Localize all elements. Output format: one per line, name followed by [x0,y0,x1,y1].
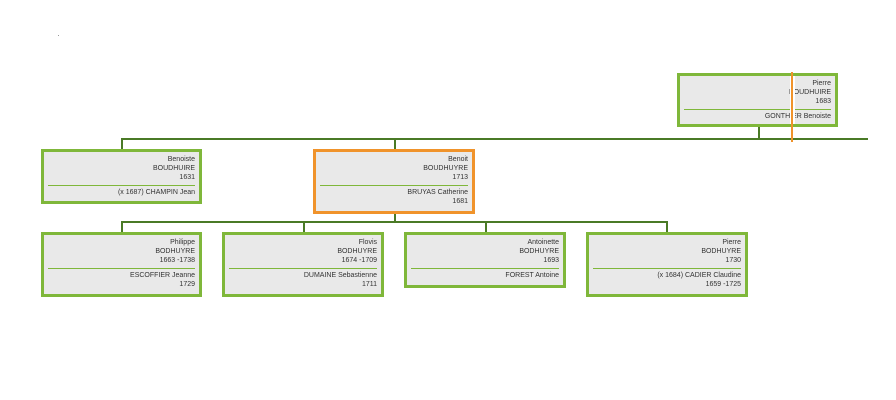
card-divider [229,268,377,269]
person-last-name: BOUDHUIRE [788,89,831,96]
connector-grandchild-1 [121,221,123,233]
person-card-grandchild-2[interactable]: Flovis BODHUYRE 1674 -1709 DUMAINE Sebas… [222,232,384,297]
person-first-name: Antoinette [527,239,559,246]
spouse-name: BRUYAS Catherine [407,189,468,196]
person-card-child-1[interactable]: Benoiste BOUDHUIRE 1631 (x 1687) CHAMPIN… [41,149,202,204]
person-last-name: BODHUYRE [519,248,559,255]
person-last-name: BODHUYRE [155,248,195,255]
person-dates: 1693 [543,257,559,264]
spouse-dates: 1711 [361,281,377,288]
spouse-dates: 1729 [179,281,195,288]
connector-grandchild-3 [485,221,487,233]
stray-dot [58,35,59,36]
person-first-name: Philippe [170,239,195,246]
person-dates: 1730 [725,257,741,264]
person-last-name: BODHUYRE [701,248,741,255]
person-last-name: BOUDHUIRE [152,165,195,172]
person-card-grandchild-3[interactable]: Antoinette BODHUYRE 1693 FOREST Antoine [404,232,566,288]
scroll-marker[interactable] [791,72,793,142]
connector-ancestor-down [758,126,760,139]
card-divider [48,268,195,269]
person-dates: 1713 [452,174,468,181]
card-divider [593,268,741,269]
person-dates: 1683 [815,98,831,105]
person-first-name: Flovis [358,239,377,246]
connector-child-2 [394,138,396,150]
spouse-name: (x 1687) CHAMPIN Jean [117,189,195,196]
person-first-name: Benoit [448,156,468,163]
connector-focus-down [394,212,396,222]
connector-generation-2-bar [121,221,668,223]
person-first-name: Pierre [722,239,741,246]
person-card-ancestor[interactable]: Pierre BOUDHUIRE 1683 GONTHIER Benoiste [677,73,838,127]
spouse-name: (x 1684) CADIER Claudine [657,272,741,279]
connector-grandchild-4 [666,221,668,233]
person-dates: 1663 -1738 [159,257,195,264]
person-last-name: BODHUYRE [337,248,377,255]
spouse-name: ESCOFFIER Jeanne [130,272,195,279]
person-first-name: Benoiste [167,156,195,163]
card-divider [684,109,831,110]
connector-generation-1-bar [121,138,868,140]
spouse-name: FOREST Antoine [505,272,559,279]
spouse-name: GONTHIER Benoiste [764,113,831,120]
card-divider [411,268,559,269]
person-dates: 1631 [179,174,195,181]
connector-child-1 [121,138,123,150]
person-first-name: Pierre [812,80,831,87]
person-last-name: BOUDHUYRE [423,165,468,172]
spouse-name: DUMAINE Sebastienne [303,272,377,279]
person-dates: 1674 -1709 [341,257,377,264]
spouse-dates: 1681 [452,198,468,205]
card-divider [48,185,195,186]
person-card-focus[interactable]: Benoit BOUDHUYRE 1713 BRUYAS Catherine 1… [313,149,475,214]
card-divider [320,185,468,186]
spouse-dates: 1659 -1725 [705,281,741,288]
person-card-grandchild-1[interactable]: Philippe BODHUYRE 1663 -1738 ESCOFFIER J… [41,232,202,297]
person-card-grandchild-4[interactable]: Pierre BODHUYRE 1730 (x 1684) CADIER Cla… [586,232,748,297]
connector-grandchild-2 [303,221,305,233]
